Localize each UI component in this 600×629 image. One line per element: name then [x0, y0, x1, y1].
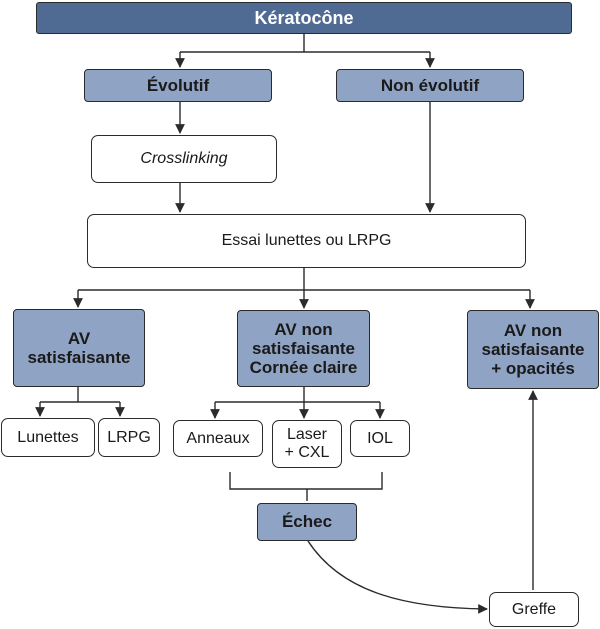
- edge-essai-branches: [78, 268, 530, 291]
- node-anneaux-label: Anneaux: [186, 429, 250, 447]
- edge-echec-greffe: [307, 540, 488, 614]
- node-av-opac-line-3: + opacités: [491, 359, 575, 379]
- node-non-evolutif: Non évolutif: [336, 69, 524, 102]
- node-anneaux: Anneaux: [173, 420, 263, 457]
- node-av-satisfaisante: AV satisfaisante: [13, 309, 145, 387]
- node-av-claire-line-1: AV non: [274, 319, 333, 339]
- node-av-opac-line-1: AV non: [503, 320, 563, 340]
- node-keratocone: Kératocône: [36, 2, 572, 34]
- node-essai: Essai lunettes ou LRPG: [87, 214, 526, 268]
- node-av-sat-line-2: satisfaisante: [27, 348, 131, 367]
- node-av-sat-line-1: AV: [67, 328, 91, 348]
- edge-keratocone-branches: [180, 34, 430, 53]
- node-av-opac-line-2: satisfaisante: [481, 339, 585, 359]
- edge-av-sat-branches: [40, 387, 120, 403]
- node-keratocone-label: Kératocône: [254, 7, 354, 28]
- node-av-claire-line-2: satisfaisante: [252, 338, 355, 358]
- node-greffe: Greffe: [489, 592, 579, 627]
- node-lrpg: LRPG: [98, 418, 160, 457]
- node-crosslinking: Crosslinking: [91, 135, 277, 183]
- node-iol: IOL: [350, 420, 410, 457]
- node-av-non-satisfaisante-cornee-claire: AV non satisfaisante Cornée claire: [237, 310, 370, 387]
- node-echec: Échec: [257, 503, 357, 541]
- node-lunettes-label: Lunettes: [17, 428, 79, 446]
- node-evolutif-label: Évolutif: [146, 75, 210, 95]
- node-evolutif: Évolutif: [84, 69, 272, 102]
- node-iol-label: IOL: [367, 429, 393, 447]
- node-crosslinking-label: Crosslinking: [140, 150, 228, 168]
- node-laser-line-1: Laser: [286, 426, 328, 444]
- node-essai-label: Essai lunettes ou LRPG: [221, 232, 392, 250]
- node-lunettes: Lunettes: [1, 418, 95, 457]
- node-greffe-label: Greffe: [511, 600, 557, 618]
- node-laser-line-2: + CXL: [284, 444, 330, 461]
- node-laser-cxl: Laser + CXL: [272, 420, 342, 468]
- node-non-evolutif-label: Non évolutif: [380, 75, 480, 95]
- node-av-claire-line-3: Cornée claire: [249, 358, 358, 378]
- edge-av-claire-branches: [215, 387, 380, 403]
- node-echec-label: Échec: [281, 512, 333, 532]
- edge-treatments-echec: [229, 472, 383, 501]
- node-lrpg-label: LRPG: [107, 428, 151, 446]
- node-av-non-satisfaisante-opacites: AV non satisfaisante + opacités: [467, 310, 599, 389]
